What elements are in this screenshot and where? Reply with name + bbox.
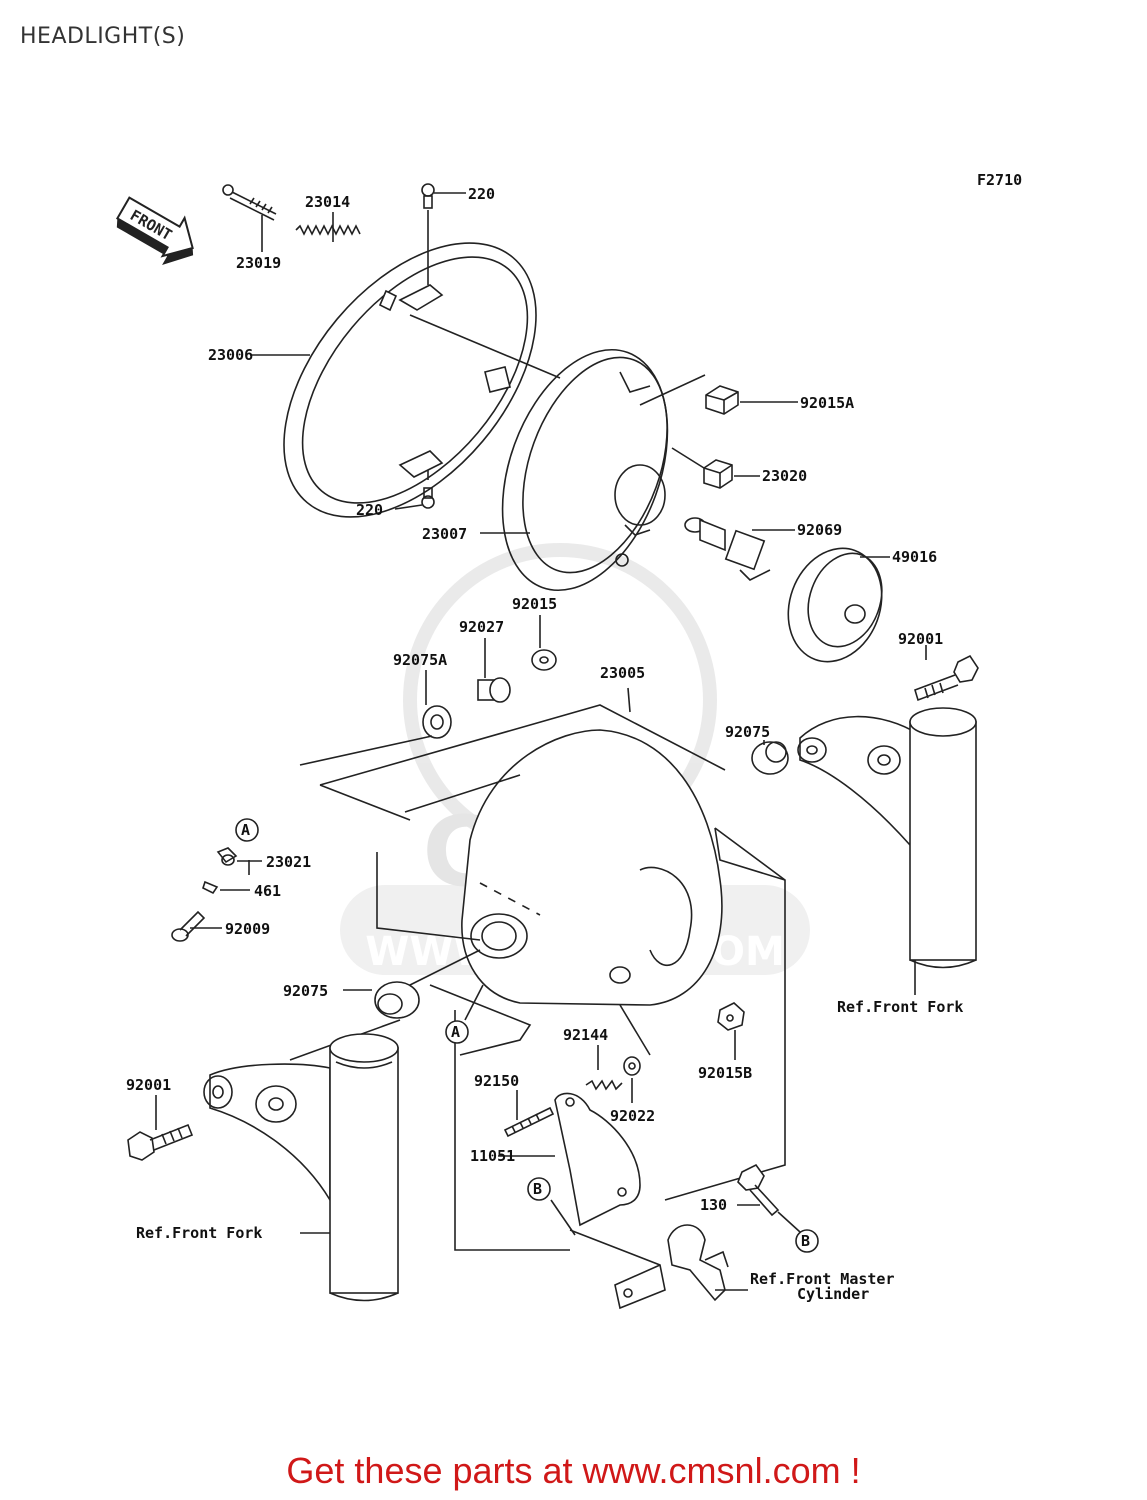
ref-front-fork-right: Ref.Front Fork bbox=[837, 998, 963, 1016]
part-92015B-nut[interactable] bbox=[717, 1002, 745, 1031]
part-92009-screw[interactable] bbox=[171, 910, 206, 942]
footer-promo-link[interactable]: Get these parts at www.cmsnl.com ! bbox=[286, 1450, 861, 1491]
front-fork-right bbox=[909, 707, 977, 969]
callout-130[interactable]: 130 bbox=[700, 1196, 727, 1214]
callout-92144[interactable]: 92144 bbox=[563, 1026, 608, 1044]
part-461-pin[interactable] bbox=[202, 880, 219, 895]
part-23006-rim[interactable] bbox=[234, 196, 585, 563]
figure-code: F2710 bbox=[977, 171, 1022, 189]
part-92015-grommet[interactable] bbox=[531, 649, 557, 671]
marker-b-right: B bbox=[795, 1229, 819, 1253]
callout-23006[interactable]: 23006 bbox=[208, 346, 253, 364]
callout-92015A[interactable]: 92015A bbox=[800, 394, 854, 412]
callout-23005[interactable]: 23005 bbox=[600, 664, 645, 682]
part-92150-bolt[interactable] bbox=[503, 1106, 555, 1138]
part-92015A-nut[interactable] bbox=[705, 385, 739, 415]
ref-front-fork-left: Ref.Front Fork bbox=[136, 1224, 262, 1242]
part-92001-left-bolt[interactable] bbox=[127, 1123, 194, 1161]
part-right-bracket[interactable] bbox=[797, 715, 921, 847]
callout-92027[interactable]: 92027 bbox=[459, 618, 504, 636]
part-23007-reflector[interactable] bbox=[472, 327, 698, 613]
part-23019-screw[interactable] bbox=[222, 184, 277, 221]
callout-92075-right[interactable]: 92075 bbox=[725, 723, 770, 741]
callout-23007[interactable]: 23007 bbox=[422, 525, 467, 543]
marker-b-left: B bbox=[527, 1177, 551, 1201]
callout-23014[interactable]: 23014 bbox=[305, 193, 350, 211]
part-23021-clip[interactable] bbox=[216, 847, 238, 866]
part-220-bottom-screw[interactable] bbox=[421, 487, 435, 509]
callout-49016[interactable]: 49016 bbox=[892, 548, 937, 566]
callout-92150[interactable]: 92150 bbox=[474, 1072, 519, 1090]
part-92075-right-grommet[interactable] bbox=[751, 741, 789, 775]
part-92027-collar[interactable] bbox=[477, 677, 511, 703]
callout-220-top[interactable]: 220 bbox=[468, 185, 495, 203]
svg-text:B: B bbox=[801, 1232, 810, 1250]
callout-92069[interactable]: 92069 bbox=[797, 521, 842, 539]
master-cylinder-clamp bbox=[667, 1224, 729, 1302]
svg-text:A: A bbox=[241, 821, 250, 839]
part-11051-bracket[interactable] bbox=[554, 1092, 666, 1310]
part-23014-spring[interactable] bbox=[295, 224, 361, 236]
part-92075A-grommet[interactable] bbox=[422, 705, 452, 739]
callout-23021[interactable]: 23021 bbox=[266, 853, 311, 871]
front-fork-left bbox=[329, 1033, 399, 1302]
page-title: HEADLIGHT(S) bbox=[20, 24, 186, 49]
callout-220-bottom[interactable]: 220 bbox=[356, 501, 383, 519]
part-130-bolt[interactable] bbox=[737, 1163, 780, 1217]
callout-92015B[interactable]: 92015B bbox=[698, 1064, 752, 1082]
parts-diagram: CMS WWW.CMSNL.COM F2710 FRONT bbox=[115, 171, 1022, 1310]
marker-a-top: A bbox=[235, 818, 259, 842]
part-92075-left-grommet[interactable] bbox=[374, 981, 420, 1019]
marker-a-bottom: A bbox=[445, 1020, 469, 1044]
part-92022-nut[interactable] bbox=[623, 1056, 641, 1076]
callout-23019[interactable]: 23019 bbox=[236, 254, 281, 272]
callout-92022[interactable]: 92022 bbox=[610, 1107, 655, 1125]
callout-92001-left[interactable]: 92001 bbox=[126, 1076, 171, 1094]
part-92144-spring[interactable] bbox=[585, 1079, 623, 1091]
svg-text:B: B bbox=[533, 1180, 542, 1198]
part-49016-cap[interactable] bbox=[773, 535, 897, 675]
part-92001-right-bolt[interactable] bbox=[914, 654, 979, 702]
callout-11051[interactable]: 11051 bbox=[470, 1147, 515, 1165]
part-92069-bulb[interactable] bbox=[684, 517, 771, 581]
ref-master-cylinder-line2: Cylinder bbox=[797, 1285, 869, 1303]
callout-92075A[interactable]: 92075A bbox=[393, 651, 447, 669]
callout-92015[interactable]: 92015 bbox=[512, 595, 557, 613]
part-23005-housing[interactable] bbox=[461, 729, 723, 1006]
ref-master-cylinder-line1: Ref.Front Master bbox=[750, 1270, 895, 1288]
callout-92009[interactable]: 92009 bbox=[225, 920, 270, 938]
callout-92001-right[interactable]: 92001 bbox=[898, 630, 943, 648]
part-220-top-screw[interactable] bbox=[421, 183, 435, 209]
part-left-bracket[interactable] bbox=[203, 1063, 331, 1203]
callout-461[interactable]: 461 bbox=[254, 882, 281, 900]
callout-92075-left[interactable]: 92075 bbox=[283, 982, 328, 1000]
front-arrow-icon: FRONT bbox=[115, 196, 194, 265]
part-23020-nut[interactable] bbox=[703, 459, 733, 489]
svg-text:A: A bbox=[451, 1023, 460, 1041]
callout-23020[interactable]: 23020 bbox=[762, 467, 807, 485]
